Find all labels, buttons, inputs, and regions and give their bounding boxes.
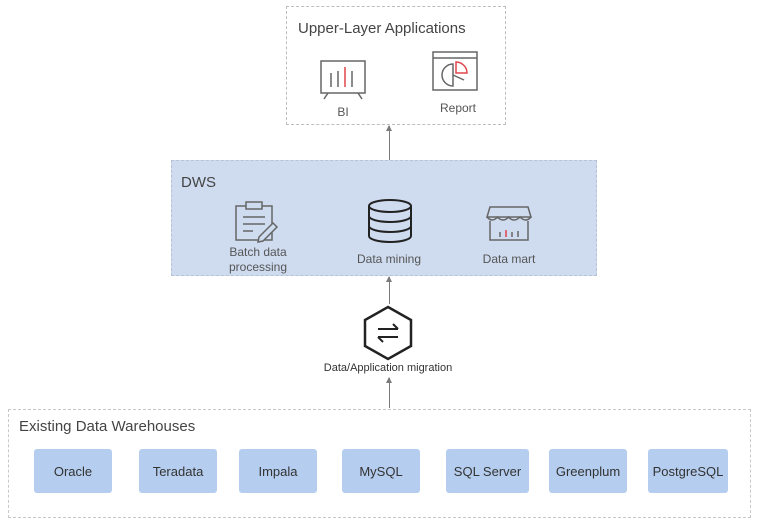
storefront-icon (485, 206, 533, 241)
db-tile-greenplum: Greenplum (549, 449, 627, 493)
data-mart-label: Data mart (482, 252, 536, 266)
arrow-existing-to-migration (386, 377, 392, 408)
data-mining-label: Data mining (356, 252, 422, 266)
db-tile-postgresql: PostgreSQL (648, 449, 728, 493)
clipboard-icon (235, 201, 279, 243)
dws-title: DWS (181, 174, 216, 191)
arrow-dws-to-upper (386, 125, 392, 160)
upper-layer-applications-panel: Upper-Layer Applications BI Report (286, 6, 506, 125)
bi-chart-icon (320, 60, 366, 100)
db-tile-teradata: Teradata (139, 449, 217, 493)
dws-panel: DWS Batch data processing Data mining Da… (171, 160, 597, 276)
arrow-migration-to-dws (386, 276, 392, 304)
existing-warehouses-title: Existing Data Warehouses (19, 418, 196, 435)
db-tile-impala: Impala (239, 449, 317, 493)
migration-label: Data/Application migration (323, 362, 453, 374)
report-pie-icon (432, 51, 478, 91)
db-tile-mysql: MySQL (342, 449, 420, 493)
db-tile-sql-server: SQL Server (446, 449, 529, 493)
exchange-arrows-icon (363, 305, 413, 361)
upper-layer-title: Upper-Layer Applications (298, 20, 466, 37)
db-tile-oracle: Oracle (34, 449, 112, 493)
existing-warehouses-panel: Existing Data Warehouses Oracle Teradata… (8, 409, 751, 518)
database-icon (368, 199, 412, 243)
batch-processing-label: Batch data processing (228, 245, 288, 274)
report-label: Report (439, 101, 477, 115)
bi-label: BI (337, 105, 349, 119)
